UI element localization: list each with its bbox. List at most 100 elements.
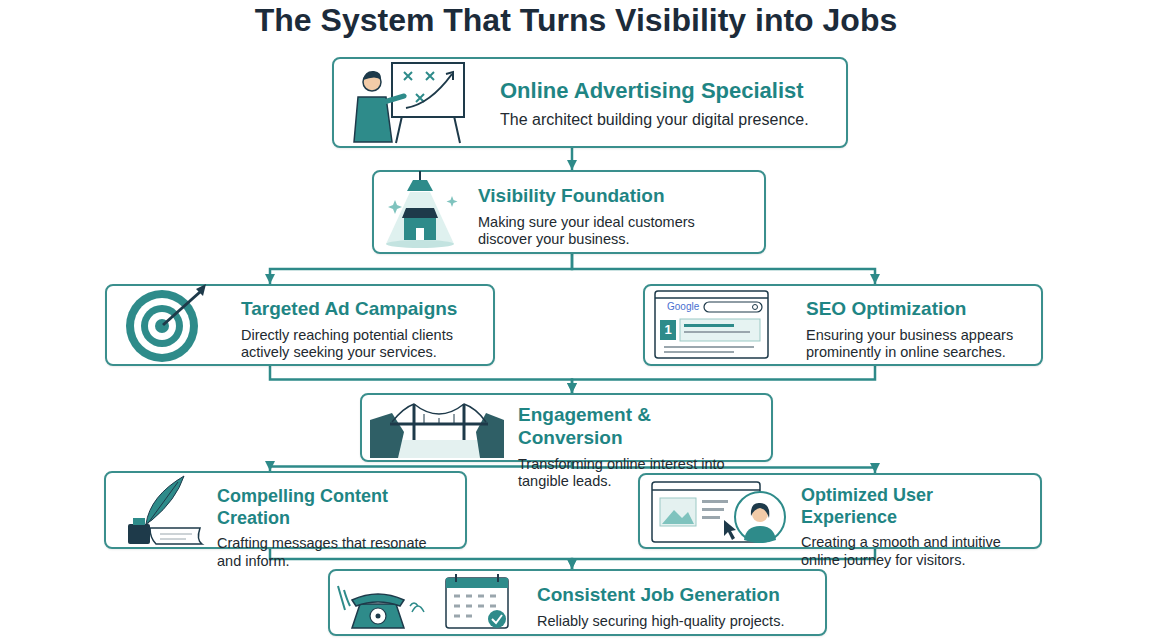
phone-calendar-icon [338,574,508,628]
target-icon-part [196,284,206,296]
search-result-icon-part [664,351,734,353]
user-experience-icon-part [652,482,760,542]
target-icon-part [134,298,190,354]
strategist-icon-part [384,96,404,102]
bridge-icon-part [392,404,486,422]
text-block: SEO OptimizationEnsuring your business a… [806,298,1031,362]
quill-ink-icon-part [133,518,145,525]
connector-arrow [270,549,572,569]
spotlight-shop-icon-part [419,171,421,180]
process-box: Targeted Ad CampaignsDirectly reaching p… [105,284,495,366]
quill-ink-icon-part [146,482,178,526]
user-experience-icon-part [702,508,724,511]
node-description: Ensuring your business appears prominent… [806,327,1031,362]
bridge-icon-part [463,404,466,440]
strategist-icon [354,63,464,143]
user-experience-icon-part [660,498,696,526]
spotlight-shop-icon-part [404,218,436,240]
search-result-icon-part [704,302,762,312]
bridge-icon-part [424,414,454,424]
phone-calendar-icon-part [492,615,502,623]
phone-calendar-icon-part [456,574,498,582]
search-result-icon-part [684,324,734,327]
node-description: Crafting messages that resonate and info… [217,535,447,570]
bridge-icon-part [370,413,404,458]
phone-calendar-icon-part [446,578,508,588]
user-experience-icon-part [662,510,694,524]
user-experience-icon-part [724,520,736,540]
quill-ink-icon-part [160,534,192,539]
strategist-icon-part [396,116,402,143]
node-heading: Engagement & Conversion [518,404,758,450]
spotlight-shop-icon-part [416,228,424,240]
target-icon [126,284,206,362]
node-heading: Consistent Job Generation [537,584,822,607]
quill-ink-icon-part [128,524,150,544]
strategist-icon-part [404,72,434,102]
text-block: Visibility FoundationMaking sure your id… [478,185,750,249]
target-icon-part [163,292,200,325]
user-experience-icon-part [744,526,776,543]
phone-calendar-icon-part [352,604,404,628]
bridge-icon-part [372,440,504,458]
search-result-icon [655,291,768,358]
text-block: Consistent Job GenerationReliably securi… [537,584,822,630]
spotlight-shop-icon-part [388,200,402,214]
process-box: Online Advertising SpecialistThe archite… [332,57,848,148]
strategist-icon-part [354,97,392,142]
user-experience-icon [652,482,785,543]
search-result-icon-part [655,297,768,299]
diagram-title: The System That Turns Visibility into Jo… [0,2,1152,39]
user-experience-icon-part [752,506,768,522]
strategist-icon-part [454,116,460,143]
phone-calendar-icon-part [338,586,345,610]
process-box: Visibility FoundationMaking sure your id… [372,170,766,254]
phone-calendar-icon-part [376,614,381,619]
user-experience-icon-part [735,492,785,542]
spotlight-shop-icon-part [386,240,454,248]
phone-calendar-icon-part [446,578,508,628]
process-box: Compelling Content CreationCrafting mess… [104,471,467,549]
connector-arrow [572,366,875,393]
node-heading: Compelling Content Creation [217,486,447,529]
process-box: SEO OptimizationEnsuring your business a… [643,284,1043,366]
phone-calendar-icon-part [370,608,386,624]
phone-calendar-icon-part [344,590,350,606]
connector-arrow [572,254,875,284]
target-icon-part [148,312,176,340]
user-experience-icon-part [702,500,728,503]
phone-calendar-icon-part [410,603,424,612]
spotlight-shop-icon [386,171,458,248]
phone-calendar-icon-part [488,610,506,628]
strategist-icon-part [406,74,452,108]
phone-calendar-icon-part [352,594,404,606]
bridge-icon-part [390,423,488,426]
node-heading: Optimized User Experience [801,485,1033,528]
search-result-icon-part [753,305,758,310]
connector-arrow [270,366,572,393]
target-icon-part [126,290,198,362]
strategist-icon-part [363,73,381,91]
user-experience-icon-part [751,503,769,518]
node-description: Creating a smooth and intuitive online j… [801,534,1033,569]
target-icon-part [155,319,169,333]
spotlight-shop-icon-part [402,208,438,218]
quill-ink-icon-part [150,528,202,544]
bridge-icon-part [476,413,504,458]
quill-ink-icon [128,476,202,544]
user-experience-icon-part [702,516,720,519]
target-icon-part [141,305,183,347]
rank-number: 1 [660,322,676,337]
process-box: Consistent Job GenerationReliably securi… [328,569,827,636]
phone-calendar-icon-part [454,596,496,616]
text-block: Online Advertising SpecialistThe archite… [500,78,840,130]
quill-ink-icon-part [146,476,184,524]
spotlight-shop-icon-part [407,180,433,191]
text-block: Targeted Ad CampaignsDirectly reaching p… [241,298,479,362]
process-box: Optimized User ExperienceCreating a smoo… [638,473,1042,549]
search-brand-label: Google [667,301,699,312]
search-result-icon-part [684,331,750,333]
strategist-icon-part [363,71,381,80]
